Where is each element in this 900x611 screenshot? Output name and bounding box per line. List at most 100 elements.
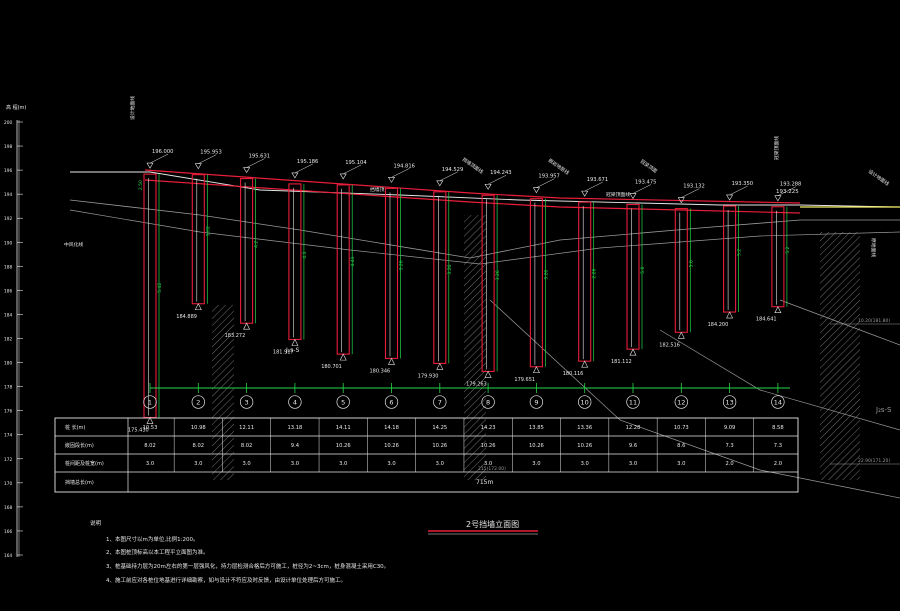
- pile-body: [433, 191, 447, 364]
- pile-number-label: 10: [581, 399, 589, 407]
- ruler-tick-label: 168: [4, 505, 12, 511]
- table-cell-embed-length: 8.02: [144, 443, 156, 449]
- annotation-cap-top-line: 冠梁顶面线: [773, 136, 780, 160]
- pile-dimension-label: 5.2: [737, 249, 743, 256]
- pile-body: [578, 201, 592, 362]
- pile-bottom-elevation: 179.651: [514, 377, 535, 383]
- ruler-tick-label: 190: [4, 240, 12, 246]
- notes-block: 说明 1、本图尺寸以m为单位,比例1:200。 2、本图桩顶标高以本工程平立面图…: [90, 519, 389, 584]
- ruler-tick-label: 170: [4, 481, 12, 487]
- table-cell-spacing: 3.0: [436, 461, 444, 467]
- pile-body: [529, 198, 543, 368]
- pile-number-label: 1: [148, 399, 152, 407]
- pile-top-leader: [198, 154, 217, 164]
- pile-top-leader: [536, 178, 555, 188]
- pile-dimension-label: 5.6: [688, 260, 694, 267]
- annotation-wall-top-2: 挡墙顶: [370, 186, 385, 193]
- note-1: 1、本图尺寸以m为单位,比例1:200。: [106, 535, 198, 543]
- table-cell-pile-length: 9.09: [724, 425, 736, 431]
- pile-top-elevation: 194.243: [490, 170, 511, 176]
- ruler-tick-label: 188: [4, 264, 12, 270]
- pile-top-marker: [387, 177, 396, 183]
- pile-dimension-label: 3.26: [447, 264, 453, 274]
- ruler-tick-label: 182: [4, 337, 12, 343]
- annotation-weathered-line: 中风化线: [64, 241, 83, 248]
- extra-top-label: 193.225: [776, 189, 799, 195]
- pile-number-label: 2: [196, 399, 200, 407]
- ruler-tick-label: 176: [4, 409, 12, 415]
- pile-number-circle: [481, 395, 495, 409]
- pile-number-label: 7: [438, 399, 442, 407]
- pile-top-marker: [774, 195, 782, 202]
- ruler-tick-label: 166: [4, 529, 12, 535]
- pile-body: [384, 187, 399, 359]
- table-cell-embed-length: 9.6: [629, 443, 637, 449]
- pile-bottom-elevation: 184.641: [756, 317, 777, 323]
- pile-dimension-label: 5.6: [640, 267, 646, 274]
- pile-bottom-marker: [291, 338, 299, 346]
- rock-hatch-middle: [464, 215, 486, 480]
- table-cell-pile-length: 14.11: [336, 425, 351, 431]
- pile-top-marker: [339, 173, 347, 180]
- annotation-strata-code-1: J₂s-S: [285, 347, 299, 354]
- pile-body: [674, 208, 688, 333]
- notes-heading: 说明: [90, 519, 102, 527]
- elevation-axis-label: 高 程(m): [6, 104, 26, 111]
- pile-bottom-elevation: 184.200: [708, 322, 729, 328]
- table-cell-pile-length: 10.53: [143, 425, 158, 431]
- row-label-spacing: 桩间距及桩宽(m): [65, 460, 104, 467]
- pile-body: [143, 173, 157, 419]
- table-cell-embed-length: 8.6: [677, 443, 685, 449]
- table-cell-spacing: 2.0: [725, 461, 733, 467]
- ruler-tick-label: 174: [4, 433, 12, 439]
- table-cell-embed-length: 10.26: [577, 443, 592, 449]
- pile-top-marker: [436, 180, 444, 187]
- pile-number-circle: [722, 395, 737, 409]
- table-cell-spacing: 3.0: [484, 461, 492, 467]
- pile-number-circle: [336, 395, 350, 409]
- annotation-design-ground: 设计地面线: [129, 96, 136, 120]
- table-cell-embed-length: 10.26: [481, 443, 496, 449]
- pile-top-leader: [439, 171, 458, 182]
- pile-top-leader: [246, 158, 265, 168]
- ruler-tick-label: 194: [4, 192, 12, 198]
- pile-bottom-elevation: 175.430: [128, 428, 149, 434]
- grey-diagonal-3: [779, 299, 900, 346]
- table-cell-pile-length: 12.11: [239, 425, 254, 431]
- pile-number-circle: [674, 395, 688, 409]
- table-cell-embed-length: 10.26: [336, 443, 351, 449]
- pile-number-label: 14: [774, 399, 782, 407]
- pile-top-elevation: 193.350: [732, 181, 753, 187]
- pile-bottom-marker: [388, 357, 395, 365]
- table-vlines: [127, 418, 754, 492]
- table-cell-pile-length: 12.28: [626, 425, 641, 431]
- ruler-tick-label: 178: [4, 385, 12, 391]
- pile-top-marker: [532, 187, 540, 194]
- cap-beam-bottom: [144, 179, 801, 214]
- ruler-tick-label: 196: [4, 168, 12, 174]
- pile-bottom-marker: [726, 311, 734, 319]
- table-cell-spacing: 3.0: [677, 461, 685, 467]
- table-cell-spacing: 3.0: [242, 461, 250, 467]
- mid-elev-label: 215(172.00): [478, 466, 506, 472]
- original-ground-line: [70, 171, 900, 208]
- note-2: 2、本图桩顶标高以本工程平立面图为准。: [106, 548, 209, 556]
- ruler-tick-label: 186: [4, 288, 12, 294]
- grey-diagonal-2: [659, 329, 900, 431]
- pile-13: 5.2 193.350 184.200: [708, 181, 753, 328]
- pile-top-elevation: 193.288: [780, 182, 801, 188]
- table-cell-pile-length: 14.23: [481, 425, 496, 431]
- pile-top-leader: [391, 168, 410, 178]
- table-cell-embed-length: 7.3: [774, 443, 782, 449]
- pile-top-leader: [777, 186, 797, 196]
- pile-bottom-marker: [194, 303, 202, 311]
- ruler-tick-label: 192: [4, 216, 12, 222]
- row-label-total-length: 挡墙总长(m): [65, 479, 94, 486]
- note-3: 3、桩基础持力层为20m左右的第一层强风化，持力层检测合格后方可施工，桩径为2~…: [106, 562, 389, 570]
- pile-top-leader: [294, 163, 314, 174]
- pile-top-leader: [632, 184, 652, 194]
